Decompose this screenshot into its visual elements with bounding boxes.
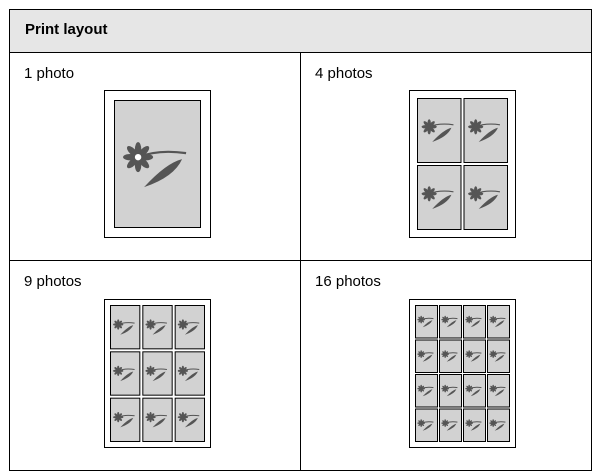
flower-center [468, 422, 470, 424]
flower-center [468, 388, 470, 390]
flower-center [468, 353, 470, 355]
page-preview-4-photos [301, 53, 591, 260]
flower-center [182, 370, 184, 372]
flower-center [149, 416, 151, 418]
table-header: Print layout [10, 10, 591, 53]
flower-center [492, 422, 494, 424]
flower-center [182, 416, 184, 418]
flower-center [135, 154, 141, 160]
layout-cell-1-photo: 1 photo [10, 53, 300, 260]
flower-center [149, 370, 151, 372]
flower-center [474, 192, 477, 195]
flower-center [468, 319, 470, 321]
flower-center [149, 323, 151, 325]
flower-center [420, 319, 422, 321]
flower-center [444, 319, 446, 321]
page-preview-1-photo [10, 53, 300, 260]
flower-center [420, 388, 422, 390]
table-header-title: Print layout [25, 21, 108, 38]
page-preview-9-photos [10, 261, 300, 470]
flower-center [428, 125, 431, 128]
flower-center [444, 353, 446, 355]
flower-center [492, 388, 494, 390]
photo-thumbnail [115, 101, 201, 228]
flower-center [420, 353, 422, 355]
flower-center [420, 422, 422, 424]
flower-center [444, 422, 446, 424]
flower-center [182, 323, 184, 325]
flower-center [117, 323, 119, 325]
flower-center [492, 319, 494, 321]
page-preview-16-photos [301, 261, 591, 470]
flower-center [117, 370, 119, 372]
flower-center [492, 353, 494, 355]
layout-cell-9-photos: 9 photos [10, 261, 300, 470]
layout-cell-4-photos: 4 photos [301, 53, 591, 260]
layout-cell-16-photos: 16 photos [301, 261, 591, 470]
flower-center [474, 125, 477, 128]
flower-center [444, 388, 446, 390]
flower-center [428, 192, 431, 195]
print-layout-table: Print layout 1 photo 4 photos 9 photos 1… [9, 9, 592, 471]
flower-center [117, 416, 119, 418]
